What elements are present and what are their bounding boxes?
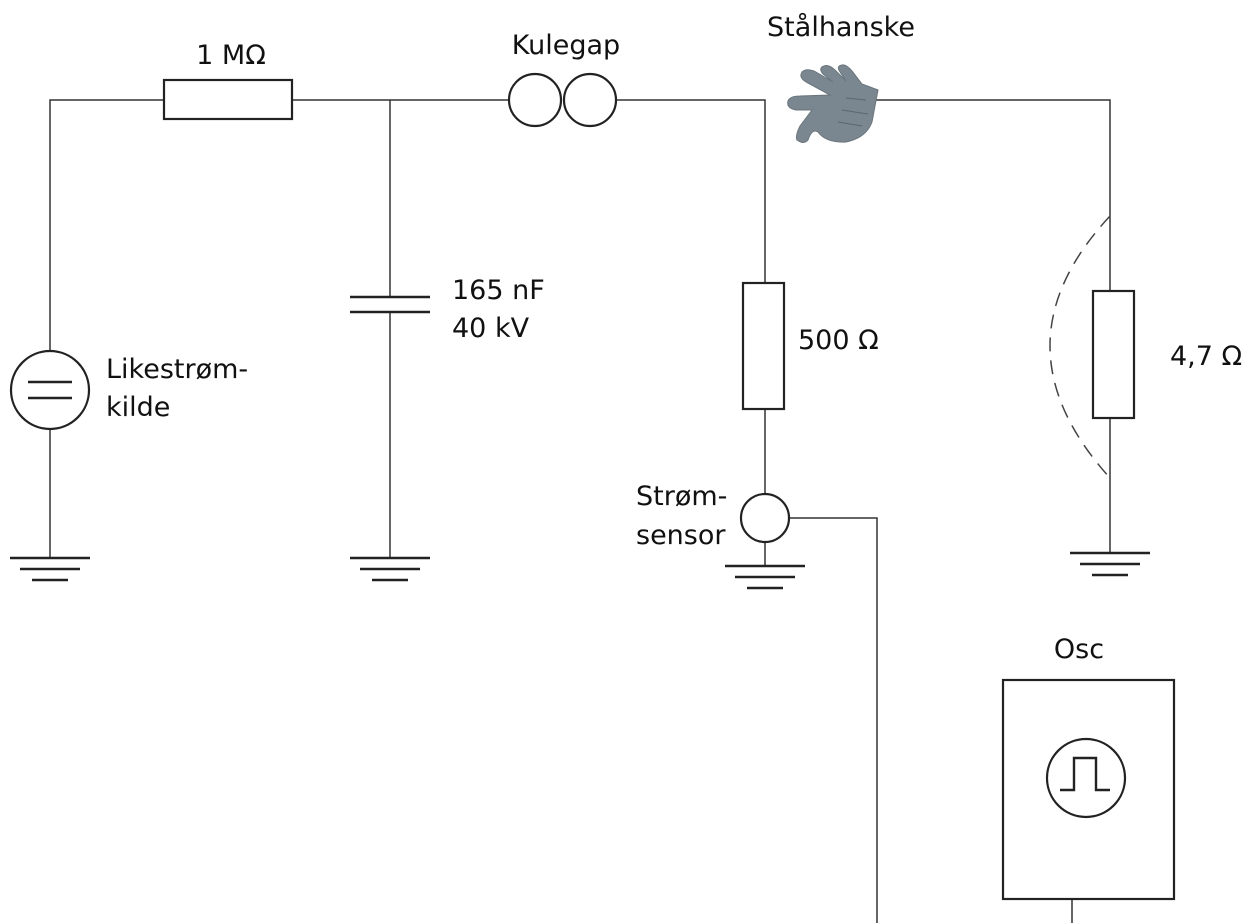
label-source-line1: Likestrøm- — [106, 354, 248, 385]
wire-gap-to-r2 — [616, 99, 766, 283]
oscilloscope — [1001, 678, 1176, 901]
glove-icon — [787, 64, 879, 143]
label-sensor-line2: sensor — [636, 520, 726, 551]
capacitor — [350, 295, 430, 314]
current-sensor — [739, 492, 791, 544]
label-cap-voltage: 40 kV — [452, 313, 530, 344]
label-r3: 4,7 Ω — [1170, 341, 1242, 372]
wire-sensor-to-osc — [789, 517, 878, 923]
wire-glove-to-r3 — [872, 99, 1111, 291]
body-arc — [1049, 215, 1111, 479]
label-r2: 500 Ω — [798, 325, 879, 356]
label-sensor-line1: Strøm- — [636, 481, 727, 512]
ground-capacitor — [350, 556, 430, 582]
resistor-4-7 — [1091, 289, 1136, 420]
ground-sensor — [725, 564, 805, 590]
sphere-gap — [507, 72, 618, 128]
ground-r3 — [1070, 551, 1150, 577]
wire-source-to-r1 — [49, 99, 164, 350]
label-osc: Osc — [1054, 634, 1104, 665]
label-source-line2: kilde — [106, 392, 170, 423]
resistor-1m — [162, 78, 294, 121]
pulse-icon — [1060, 756, 1110, 792]
label-sphere-gap: Kulegap — [512, 30, 620, 61]
wires — [49, 99, 1111, 923]
label-r1: 1 MΩ — [196, 40, 266, 71]
ground-source — [10, 556, 90, 582]
resistor-500 — [741, 281, 786, 411]
dc-source — [9, 349, 91, 431]
label-glove: Stålhanske — [767, 12, 915, 43]
label-cap-value: 165 nF — [452, 275, 545, 306]
